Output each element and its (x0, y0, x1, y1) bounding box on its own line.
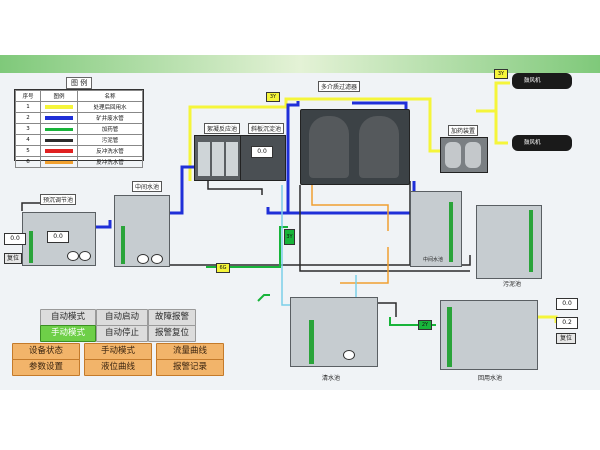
pre-settle-tank[interactable]: 0.0 (22, 212, 96, 266)
auto-mode-button[interactable]: 自动模式 (40, 309, 96, 326)
alarm-reset-button[interactable]: 报警复位 (148, 325, 196, 342)
left-level-display: 0.0 (4, 233, 26, 245)
mid-tank-label: 中间水池 (132, 181, 163, 192)
reuse-pool-label: 回用水池 (478, 375, 503, 382)
manual-mode-button[interactable]: 手动模式 (40, 325, 96, 342)
level-curve-button[interactable]: 液位曲线 (84, 359, 152, 376)
sludge-pipe (170, 255, 471, 266)
waste-pipe (168, 165, 196, 215)
param-settings-button[interactable]: 参数设置 (12, 359, 80, 376)
manual-mode-tab-button[interactable]: 手动模式 (84, 343, 152, 360)
pump-icon[interactable] (343, 350, 355, 360)
filter-vessel[interactable] (300, 109, 410, 185)
waste-pipe (95, 220, 112, 229)
backwash-pipe (311, 185, 389, 231)
mid-tank[interactable] (114, 195, 170, 267)
inclined-label: 斜板沉淀池 (248, 123, 285, 134)
reuse-pipe (536, 315, 558, 323)
pump-icon[interactable] (137, 254, 149, 264)
mid-level-bar (121, 226, 125, 264)
reuse-pipe (494, 111, 508, 145)
dosing-val-display: 0.0 (251, 146, 273, 158)
alarm-record-button[interactable]: 报警记录 (156, 359, 224, 376)
pre-level-bar (29, 231, 33, 263)
chem-label: 加药装置 (448, 125, 479, 136)
sludge-tank[interactable]: 污泥池 (476, 205, 542, 288)
valve-tag[interactable]: 3Y (266, 92, 280, 102)
valve-tag[interactable]: 6G (216, 263, 230, 273)
aux-pipe (257, 294, 270, 302)
sludge-pipe (299, 185, 470, 272)
dosing-pipe (206, 226, 288, 268)
fault-alarm-button[interactable]: 故障报警 (148, 309, 196, 326)
chem-tanks[interactable] (440, 137, 488, 173)
dosing-label: 絮凝反应池 (204, 123, 241, 134)
valve-tag[interactable]: 3Y (284, 229, 295, 245)
sludge-pipe (207, 179, 263, 195)
screen-title-bar (0, 55, 600, 73)
auto-stop-button[interactable]: 自动停止 (96, 325, 148, 342)
left-reset-button[interactable]: 复位 (4, 253, 22, 264)
blower-1[interactable]: 鼓风机 (512, 73, 572, 89)
legend-title: 图 例 (66, 77, 93, 89)
pool-label-mid: 中间水池 (423, 257, 444, 263)
valve-tag[interactable]: 2Y (418, 320, 432, 330)
clean-pool-label: 清水池 (322, 375, 341, 382)
aux-pipe (376, 302, 397, 317)
dosing-tanks[interactable] (194, 135, 242, 181)
sludge-level-bar (529, 210, 533, 272)
inclined-settler[interactable]: 0.0 (240, 135, 286, 181)
blower-1-label: 鼓风机 (524, 78, 541, 84)
reuse-pipe (476, 81, 510, 113)
pump-icon[interactable] (151, 254, 163, 264)
flow-curve-button[interactable]: 流量曲线 (156, 343, 224, 360)
right-reset-button[interactable]: 复位 (556, 333, 576, 344)
clean-pool[interactable] (290, 297, 378, 367)
sludge-label: 污泥池 (503, 281, 522, 288)
auto-start-button[interactable]: 自动启动 (96, 309, 148, 326)
reuse-pool[interactable] (440, 300, 538, 370)
reuse-level-bar (447, 307, 452, 367)
pre-settle-label: 预沉调节池 (40, 194, 77, 205)
reuse-pipe (188, 97, 455, 181)
filter-label: 多介质过滤器 (318, 81, 361, 92)
blower-2[interactable]: 鼓风机 (512, 135, 572, 151)
pump-icon[interactable] (67, 251, 79, 261)
valve-tag[interactable]: 3Y (494, 69, 508, 79)
legend-name: 反冲洗水管 (77, 156, 143, 168)
device-status-button[interactable]: 设备状态 (12, 343, 80, 360)
clean-level-bar (309, 320, 314, 364)
mid-pool-tank[interactable]: 中间水池 (410, 191, 462, 267)
pre-level-display: 0.0 (47, 231, 69, 243)
pump-icon[interactable] (79, 251, 91, 261)
aux-pipe (281, 185, 290, 306)
right-top-display: 0.0 (556, 298, 578, 310)
blower-2-label: 鼓风机 (524, 140, 541, 146)
mid-pool-bar (449, 202, 453, 262)
right-val-display: 0.2 (556, 317, 578, 329)
